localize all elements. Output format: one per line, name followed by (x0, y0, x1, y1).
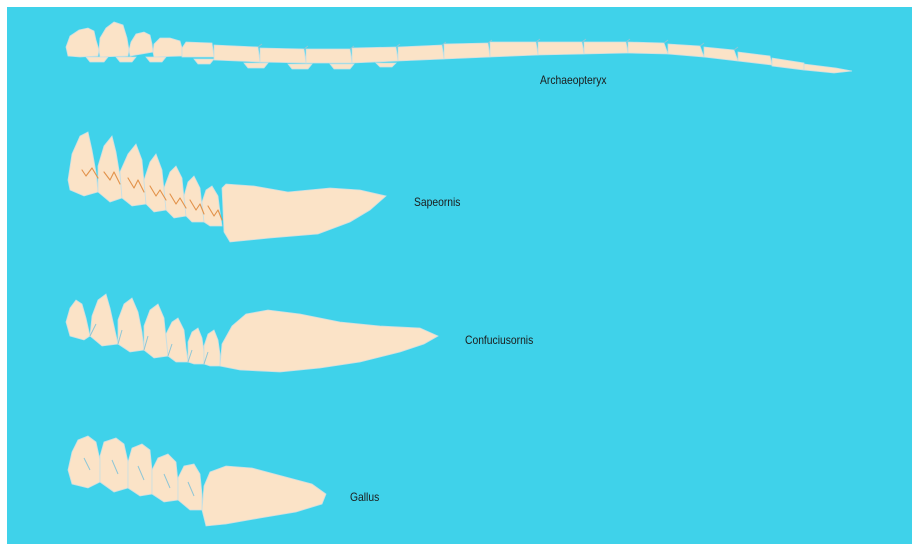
archaeopteryx-chevron-3 (146, 57, 166, 62)
label-sapeornis: Sapeornis (414, 195, 460, 209)
archaeopteryx-vertebra-18 (738, 52, 772, 65)
archaeopteryx-vertebra-10 (398, 45, 444, 61)
confuciusornis-vertebra-4 (144, 304, 168, 358)
archaeopteryx-vertebra-1 (66, 28, 99, 57)
archaeopteryx-chevron-2 (116, 57, 136, 62)
archaeopteryx-vertebra-5 (182, 42, 214, 57)
sapeornis-vertebra-2 (98, 136, 122, 202)
label-archaeopteryx: Archaeopteryx (540, 73, 607, 87)
archaeopteryx-chevron-8 (376, 63, 396, 67)
archaeopteryx-vertebra-9 (352, 47, 398, 63)
confuciusornis-tail (66, 294, 438, 372)
confuciusornis-vertebra-2 (90, 294, 118, 346)
archaeopteryx-vertebra-3 (129, 32, 153, 56)
gallus-pygostyle (202, 466, 326, 526)
archaeopteryx-vertebra-7 (260, 48, 306, 63)
archaeopteryx-chevron-6 (288, 64, 312, 69)
archaeopteryx-vertebra-15 (628, 42, 668, 54)
archaeopteryx-vertebra-6 (214, 45, 260, 62)
archaeopteryx-vertebra-17 (704, 47, 738, 61)
archaeopteryx-vertebra-2 (99, 22, 129, 57)
confuciusornis-vertebra-7 (204, 330, 220, 366)
archaeopteryx-vertebra-13 (538, 42, 584, 55)
gallus-vertebra-1 (68, 436, 100, 488)
label-confuciusornis: Confuciusornis (465, 333, 533, 347)
sapeornis-vertebra-1 (68, 132, 98, 196)
sapeornis-vertebra-5 (164, 166, 186, 218)
sapeornis-tail (68, 132, 386, 242)
confuciusornis-vertebra-6 (188, 328, 204, 364)
confuciusornis-pygostyle (220, 310, 438, 372)
archaeopteryx-tail (66, 22, 852, 73)
archaeopteryx-chevron-4 (194, 59, 214, 64)
sapeornis-vertebra-7 (202, 186, 222, 226)
archaeopteryx-vertebra-20 (804, 64, 852, 73)
confuciusornis-vertebra-1 (66, 300, 90, 340)
gallus-vertebra-4 (152, 454, 178, 502)
archaeopteryx-vertebra-19 (772, 58, 804, 70)
sapeornis-vertebra-3 (120, 144, 146, 206)
archaeopteryx-vertebra-11 (444, 43, 490, 59)
archaeopteryx-vertebra-14 (584, 42, 628, 54)
sapeornis-vertebra-4 (144, 154, 166, 212)
confuciusornis-vertebra-3 (118, 298, 144, 352)
archaeopteryx-chevron-7 (330, 64, 354, 69)
archaeopteryx-vertebra-12 (490, 42, 538, 57)
sapeornis-pygostyle (222, 184, 386, 242)
archaeopteryx-chevron-5 (244, 63, 268, 68)
sapeornis-vertebra-6 (184, 176, 204, 222)
archaeopteryx-vertebra-16 (668, 44, 704, 57)
gallus-tail (68, 436, 326, 526)
label-gallus: Gallus (350, 490, 379, 504)
confuciusornis-vertebra-5 (166, 318, 188, 362)
archaeopteryx-vertebra-8 (306, 49, 352, 63)
archaeopteryx-vertebra-4 (153, 38, 182, 57)
archaeopteryx-chevron-1 (86, 57, 108, 62)
